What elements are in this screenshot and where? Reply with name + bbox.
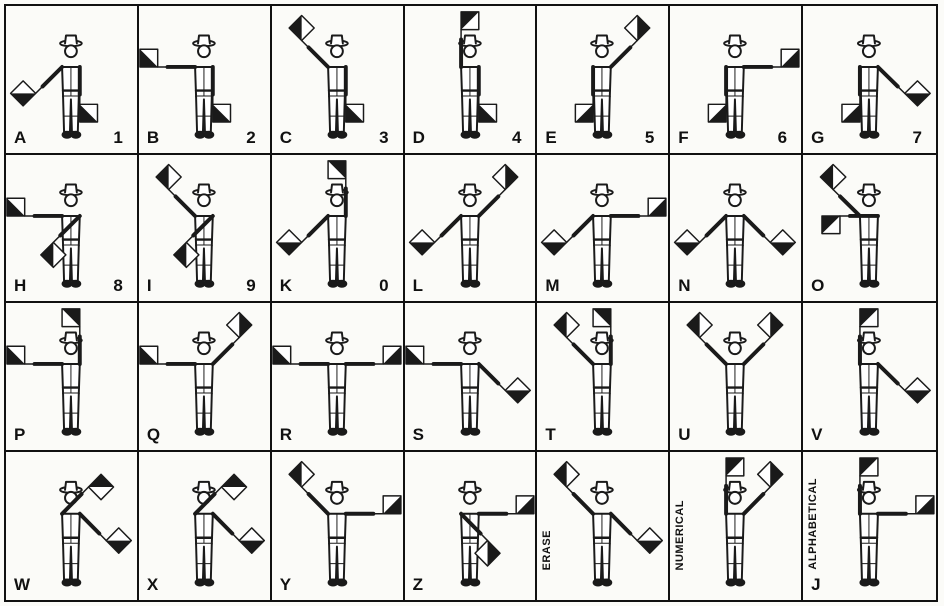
signal-letter: Y — [280, 575, 291, 595]
signaller-figure — [6, 303, 137, 450]
signal-cell: P — [6, 303, 139, 452]
signal-number: 3 — [379, 128, 388, 148]
signal-letter: M — [545, 276, 559, 296]
signal-letter: B — [147, 128, 159, 148]
signal-number: 4 — [512, 128, 521, 148]
signal-number: 5 — [645, 128, 654, 148]
signal-cell: T — [537, 303, 670, 452]
signal-cell: Y — [272, 452, 405, 601]
signal-letter: J — [811, 575, 820, 595]
signaller-figure — [537, 303, 668, 450]
signal-cell: O — [803, 155, 936, 304]
signal-letter: R — [280, 425, 292, 445]
signal-letter: Z — [413, 575, 423, 595]
signal-cell: Q — [139, 303, 272, 452]
signal-letter: N — [678, 276, 690, 296]
signal-letter: K — [280, 276, 292, 296]
signal-cell: ERASE — [537, 452, 670, 601]
signal-cell: Z — [405, 452, 538, 601]
signal-letter: X — [147, 575, 158, 595]
signal-cell: W — [6, 452, 139, 601]
signal-letter: C — [280, 128, 292, 148]
signal-letter: W — [14, 575, 30, 595]
signaller-figure — [405, 155, 536, 302]
signal-cell: U — [670, 303, 803, 452]
signal-letter: H — [14, 276, 26, 296]
signaller-figure — [405, 303, 536, 450]
signal-number: 9 — [246, 276, 255, 296]
signal-letter: E — [545, 128, 556, 148]
signal-letter: V — [811, 425, 822, 445]
signal-number: 8 — [113, 276, 122, 296]
signal-letter: Q — [147, 425, 160, 445]
signal-number: 6 — [778, 128, 787, 148]
signal-label: ERASE — [541, 530, 553, 570]
signal-number: 1 — [113, 128, 122, 148]
signal-cell: R — [272, 303, 405, 452]
signal-letter: D — [413, 128, 425, 148]
signal-letter: O — [811, 276, 824, 296]
signal-label: ALPHABETICAL — [807, 478, 819, 570]
signaller-figure — [803, 303, 936, 450]
signal-cell: S — [405, 303, 538, 452]
signaller-figure — [803, 452, 936, 601]
signal-letter: P — [14, 425, 25, 445]
signal-number: 2 — [246, 128, 255, 148]
signaller-figure — [670, 452, 801, 601]
signal-letter: T — [545, 425, 555, 445]
signal-letter: A — [14, 128, 26, 148]
signal-cell: J ALPHABETICAL — [803, 452, 936, 601]
signal-cell: M — [537, 155, 670, 304]
signal-letter: U — [678, 425, 690, 445]
signal-cell: N — [670, 155, 803, 304]
signal-number: 7 — [913, 128, 922, 148]
signal-cell: L — [405, 155, 538, 304]
signaller-figure — [272, 452, 403, 601]
signaller-figure — [405, 452, 536, 601]
signal-cell: V — [803, 303, 936, 452]
signal-number: 0 — [379, 276, 388, 296]
signal-letter: G — [811, 128, 824, 148]
signal-letter: F — [678, 128, 688, 148]
signal-letter: S — [413, 425, 424, 445]
signal-cell: NUMERICAL — [670, 452, 803, 601]
signaller-figure — [139, 452, 270, 601]
signal-label: NUMERICAL — [674, 500, 686, 571]
signal-letter: I — [147, 276, 152, 296]
signal-letter: L — [413, 276, 423, 296]
signaller-figure — [537, 452, 668, 601]
signal-cell: X — [139, 452, 272, 601]
